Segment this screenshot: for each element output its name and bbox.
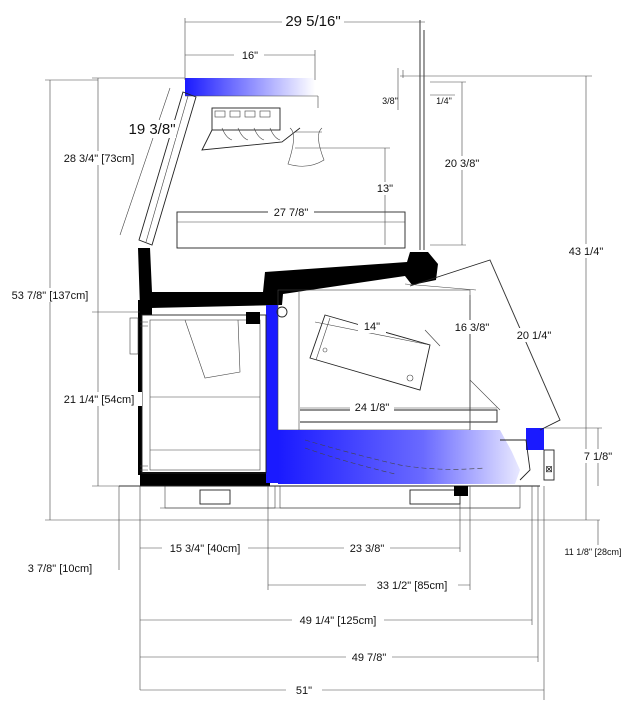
insulated-wall — [138, 248, 438, 308]
label-19-3-8: 19 3/8" — [128, 121, 175, 138]
label-49-7-8: 49 7/8" — [352, 652, 387, 664]
label-49-1-4: 49 1/4" [125cm] — [300, 615, 377, 627]
label-27-7-8: 27 7/8" — [274, 207, 309, 219]
label-33-1-2: 33 1/2" [85cm] — [377, 580, 448, 592]
label-13: 13" — [377, 183, 393, 195]
label-16-3-8: 16 3/8" — [455, 322, 490, 334]
base-wall — [140, 472, 270, 486]
dimension-labels: 29 5/16" 16" 3/8" 1/4" 19 3/8" 28 3/4" [… — [6, 10, 626, 697]
label-21-1-4: 21 1/4" [54cm] — [64, 394, 135, 406]
evaporator-wall — [266, 305, 278, 483]
label-1-4: 1/4" — [436, 96, 452, 106]
label-11-1-8: 11 1/8" [28cm] — [564, 547, 621, 557]
upper-front-glass — [138, 91, 197, 246]
label-53-7-8: 53 7/8" [137cm] — [12, 290, 89, 302]
label-51: 51" — [296, 685, 312, 697]
label-16: 16" — [242, 50, 258, 62]
lower-storage-cabinet — [141, 314, 267, 474]
label-14: 14" — [364, 321, 380, 333]
label-20-3-8: 20 3/8" — [445, 158, 480, 170]
upper-shelf-assembly — [201, 107, 325, 167]
lower-well-floor — [278, 430, 520, 484]
label-overall-depth: 29 5/16" — [285, 13, 340, 30]
label-20-1-4: 20 1/4" — [517, 330, 552, 342]
cabinet-geometry: ⊠ — [119, 20, 561, 509]
dimension-lines — [45, 18, 602, 700]
canopy-light-bar — [185, 78, 315, 96]
label-28-3-4: 28 3/4" [73cm] — [64, 153, 135, 165]
svg-text:⊠: ⊠ — [545, 464, 553, 474]
label-43-1-4: 43 1/4" — [569, 246, 604, 258]
label-3-8: 3/8" — [382, 96, 398, 106]
label-24-1-8: 24 1/8" — [355, 402, 390, 414]
label-15-3-4: 15 3/4" [40cm] — [170, 543, 241, 555]
label-23-3-8: 23 3/8" — [350, 543, 385, 555]
label-7-1-8: 7 1/8" — [584, 451, 612, 463]
label-3-7-8: 3 7/8" [10cm] — [28, 563, 92, 575]
